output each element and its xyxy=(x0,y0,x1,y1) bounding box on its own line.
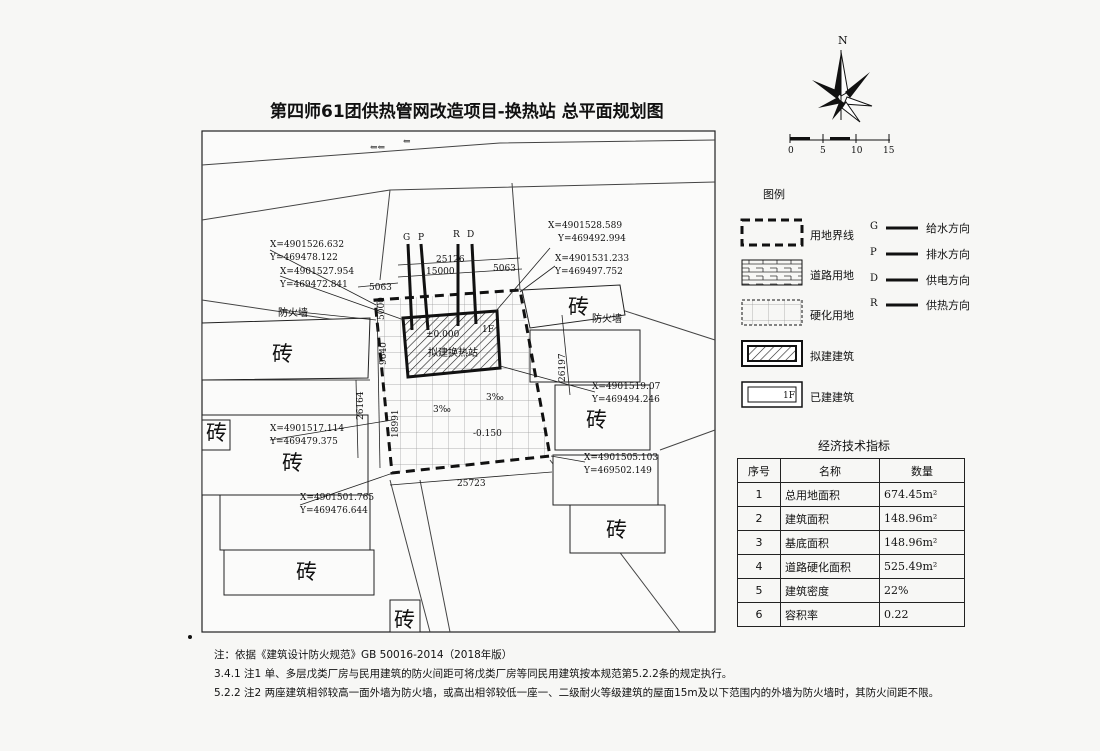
north-arrow-icon xyxy=(812,50,873,123)
scale-label: 5 xyxy=(820,146,826,156)
svg-text:X=4901528.589: X=4901528.589 xyxy=(548,221,622,231)
col-header-no: 序号 xyxy=(737,458,781,483)
legend-item-boundary: 用地界线 xyxy=(810,229,854,242)
table-row: 6 容积率 0.22 xyxy=(737,602,965,627)
legend-pipe-letter: P xyxy=(870,247,877,258)
proposed-building xyxy=(401,309,502,379)
svg-text:⇐⇐: ⇐⇐ xyxy=(370,143,386,153)
brick-label: 砖 xyxy=(272,342,293,366)
elevation-bottom: -0.150 xyxy=(473,429,502,439)
brick-label: 砖 xyxy=(282,451,303,475)
svg-text:Y=469479.375: Y=469479.375 xyxy=(269,437,338,447)
brick-label: 砖 xyxy=(394,608,415,632)
brick-label: 砖 xyxy=(206,421,227,445)
legend-pipe-label: 供电方向 xyxy=(926,274,970,287)
coordinate-labels: X=4901526.632 Y=469478.122 X=4901527.954… xyxy=(269,221,661,516)
dim-5063: 5063 xyxy=(493,264,516,274)
brick-label: 砖 xyxy=(568,295,589,319)
scale-bar xyxy=(789,134,890,143)
legend-item-existing: 已建建筑 xyxy=(810,391,854,404)
note-line: 注：依据《建筑设计防火规范》GB 50016-2014（2018年版） xyxy=(214,649,513,661)
legend-item-road: 道路用地 xyxy=(810,269,854,282)
svg-text:X=4901501.765: X=4901501.765 xyxy=(300,493,374,503)
dim-26164: 26164 xyxy=(356,391,366,420)
existing-buildings xyxy=(201,284,666,633)
legend-pipe-letter: R xyxy=(870,298,878,309)
dim-9640: 9640 xyxy=(379,342,389,365)
svg-text:Y=469472.841: Y=469472.841 xyxy=(279,280,348,290)
road-arrows: ⇐⇐ ⇐ xyxy=(370,137,411,153)
dim-5063: 5063 xyxy=(369,283,392,293)
dim-15000: 15000 xyxy=(426,267,455,277)
legend-title: 图例 xyxy=(763,188,785,201)
svg-text:Y=469476.644: Y=469476.644 xyxy=(299,506,368,516)
site-boundary xyxy=(373,288,552,475)
north-label: N xyxy=(838,34,848,47)
svg-text:Y=469492.994: Y=469492.994 xyxy=(557,234,626,244)
scale-label: 10 xyxy=(851,146,863,156)
legend-item-proposed: 拟建建筑 xyxy=(810,350,854,363)
legend-swatches xyxy=(740,218,918,408)
pipe-letter-r: R xyxy=(453,230,460,240)
svg-text:Y=469502.149: Y=469502.149 xyxy=(583,466,652,476)
legend-pipe-label: 排水方向 xyxy=(926,248,970,261)
scale-label: 15 xyxy=(883,146,895,156)
legend-item-hardened: 硬化用地 xyxy=(810,309,854,322)
table-row: 4 道路硬化面积 525.49m² xyxy=(737,554,965,579)
legend-pipe-letter: G xyxy=(870,221,878,232)
floors-label: 1F xyxy=(482,325,494,335)
svg-text:Y=469478.122: Y=469478.122 xyxy=(269,253,338,263)
table-row: 5 建筑密度 22% xyxy=(737,578,965,603)
table-row: 1 总用地面积 674.45m² xyxy=(737,482,965,507)
table-row: 2 建筑面积 148.96m² xyxy=(737,506,965,531)
elevation-top: ±0.000 xyxy=(426,330,460,340)
firewall-label-left: 防火墙 xyxy=(278,306,308,319)
drawing-title: 第四师61团供热管网改造项目-换热站 总平面规划图 xyxy=(270,102,664,122)
brick-label: 砖 xyxy=(296,560,317,584)
svg-text:⇐: ⇐ xyxy=(403,137,411,147)
brick-label: 砖 xyxy=(586,408,607,432)
legend-pipe-label: 给水方向 xyxy=(926,222,970,235)
dim-25126: 25126 xyxy=(436,255,465,265)
econ-table: 序号 名称 数量 1 总用地面积 674.45m² 2 建筑面积 148.96m… xyxy=(737,458,965,627)
firewall-label-right: 防火墙 xyxy=(592,312,622,325)
svg-text:X=4901505.103: X=4901505.103 xyxy=(584,453,658,463)
svg-text:X=4901519.07: X=4901519.07 xyxy=(592,382,661,392)
legend-pipe-letter: D xyxy=(870,273,879,284)
table-header-row: 序号 名称 数量 xyxy=(737,458,965,483)
svg-text:X=4901517.114: X=4901517.114 xyxy=(270,424,344,434)
leader-lines xyxy=(269,247,596,506)
svg-text:X=4901527.954: X=4901527.954 xyxy=(280,267,354,277)
dim-5000: 5000 xyxy=(377,297,387,320)
notes-block: 注：依据《建筑设计防火规范》GB 50016-2014（2018年版） 3.4.… xyxy=(214,646,939,703)
econ-table-title: 经济技术指标 xyxy=(818,439,891,453)
brick-label: 砖 xyxy=(606,518,627,542)
legend-pipe-label: 供热方向 xyxy=(926,299,970,312)
pipe-lines xyxy=(406,243,478,331)
svg-text:X=4901531.233: X=4901531.233 xyxy=(555,254,629,264)
scale-label: 0 xyxy=(788,146,794,156)
dim-25723: 25723 xyxy=(457,479,486,489)
pipe-letter-d: D xyxy=(467,230,474,240)
svg-text:X=4901526.632: X=4901526.632 xyxy=(270,240,344,250)
legend-existing-floors: 1F xyxy=(783,391,795,401)
slope-label: 3‰ xyxy=(433,405,451,415)
note-line: 5.2.2 注2 两座建筑相邻较高一面外墙为防火墙，或高出相邻较低一座一、二级耐… xyxy=(214,687,940,699)
building-label: 拟建换热站 xyxy=(428,346,478,359)
dim-18991: 18991 xyxy=(391,409,401,438)
col-header-value: 数量 xyxy=(879,458,965,483)
slope-label: 3‰ xyxy=(486,393,504,403)
svg-text:Y=469497.752: Y=469497.752 xyxy=(554,267,623,277)
svg-text:Y=469494.246: Y=469494.246 xyxy=(591,395,660,405)
pipe-letter-g: G xyxy=(403,233,410,243)
dim-26197: 26197 xyxy=(558,353,568,382)
dimension-lines xyxy=(355,257,571,486)
note-line: 3.4.1 注1 单、多层戊类厂房与民用建筑的防火间距可将戊类厂房等同民用建筑按… xyxy=(214,668,733,680)
table-row: 3 基底面积 148.96m² xyxy=(737,530,965,555)
col-header-name: 名称 xyxy=(780,458,880,483)
pipe-letter-p: P xyxy=(418,233,424,243)
